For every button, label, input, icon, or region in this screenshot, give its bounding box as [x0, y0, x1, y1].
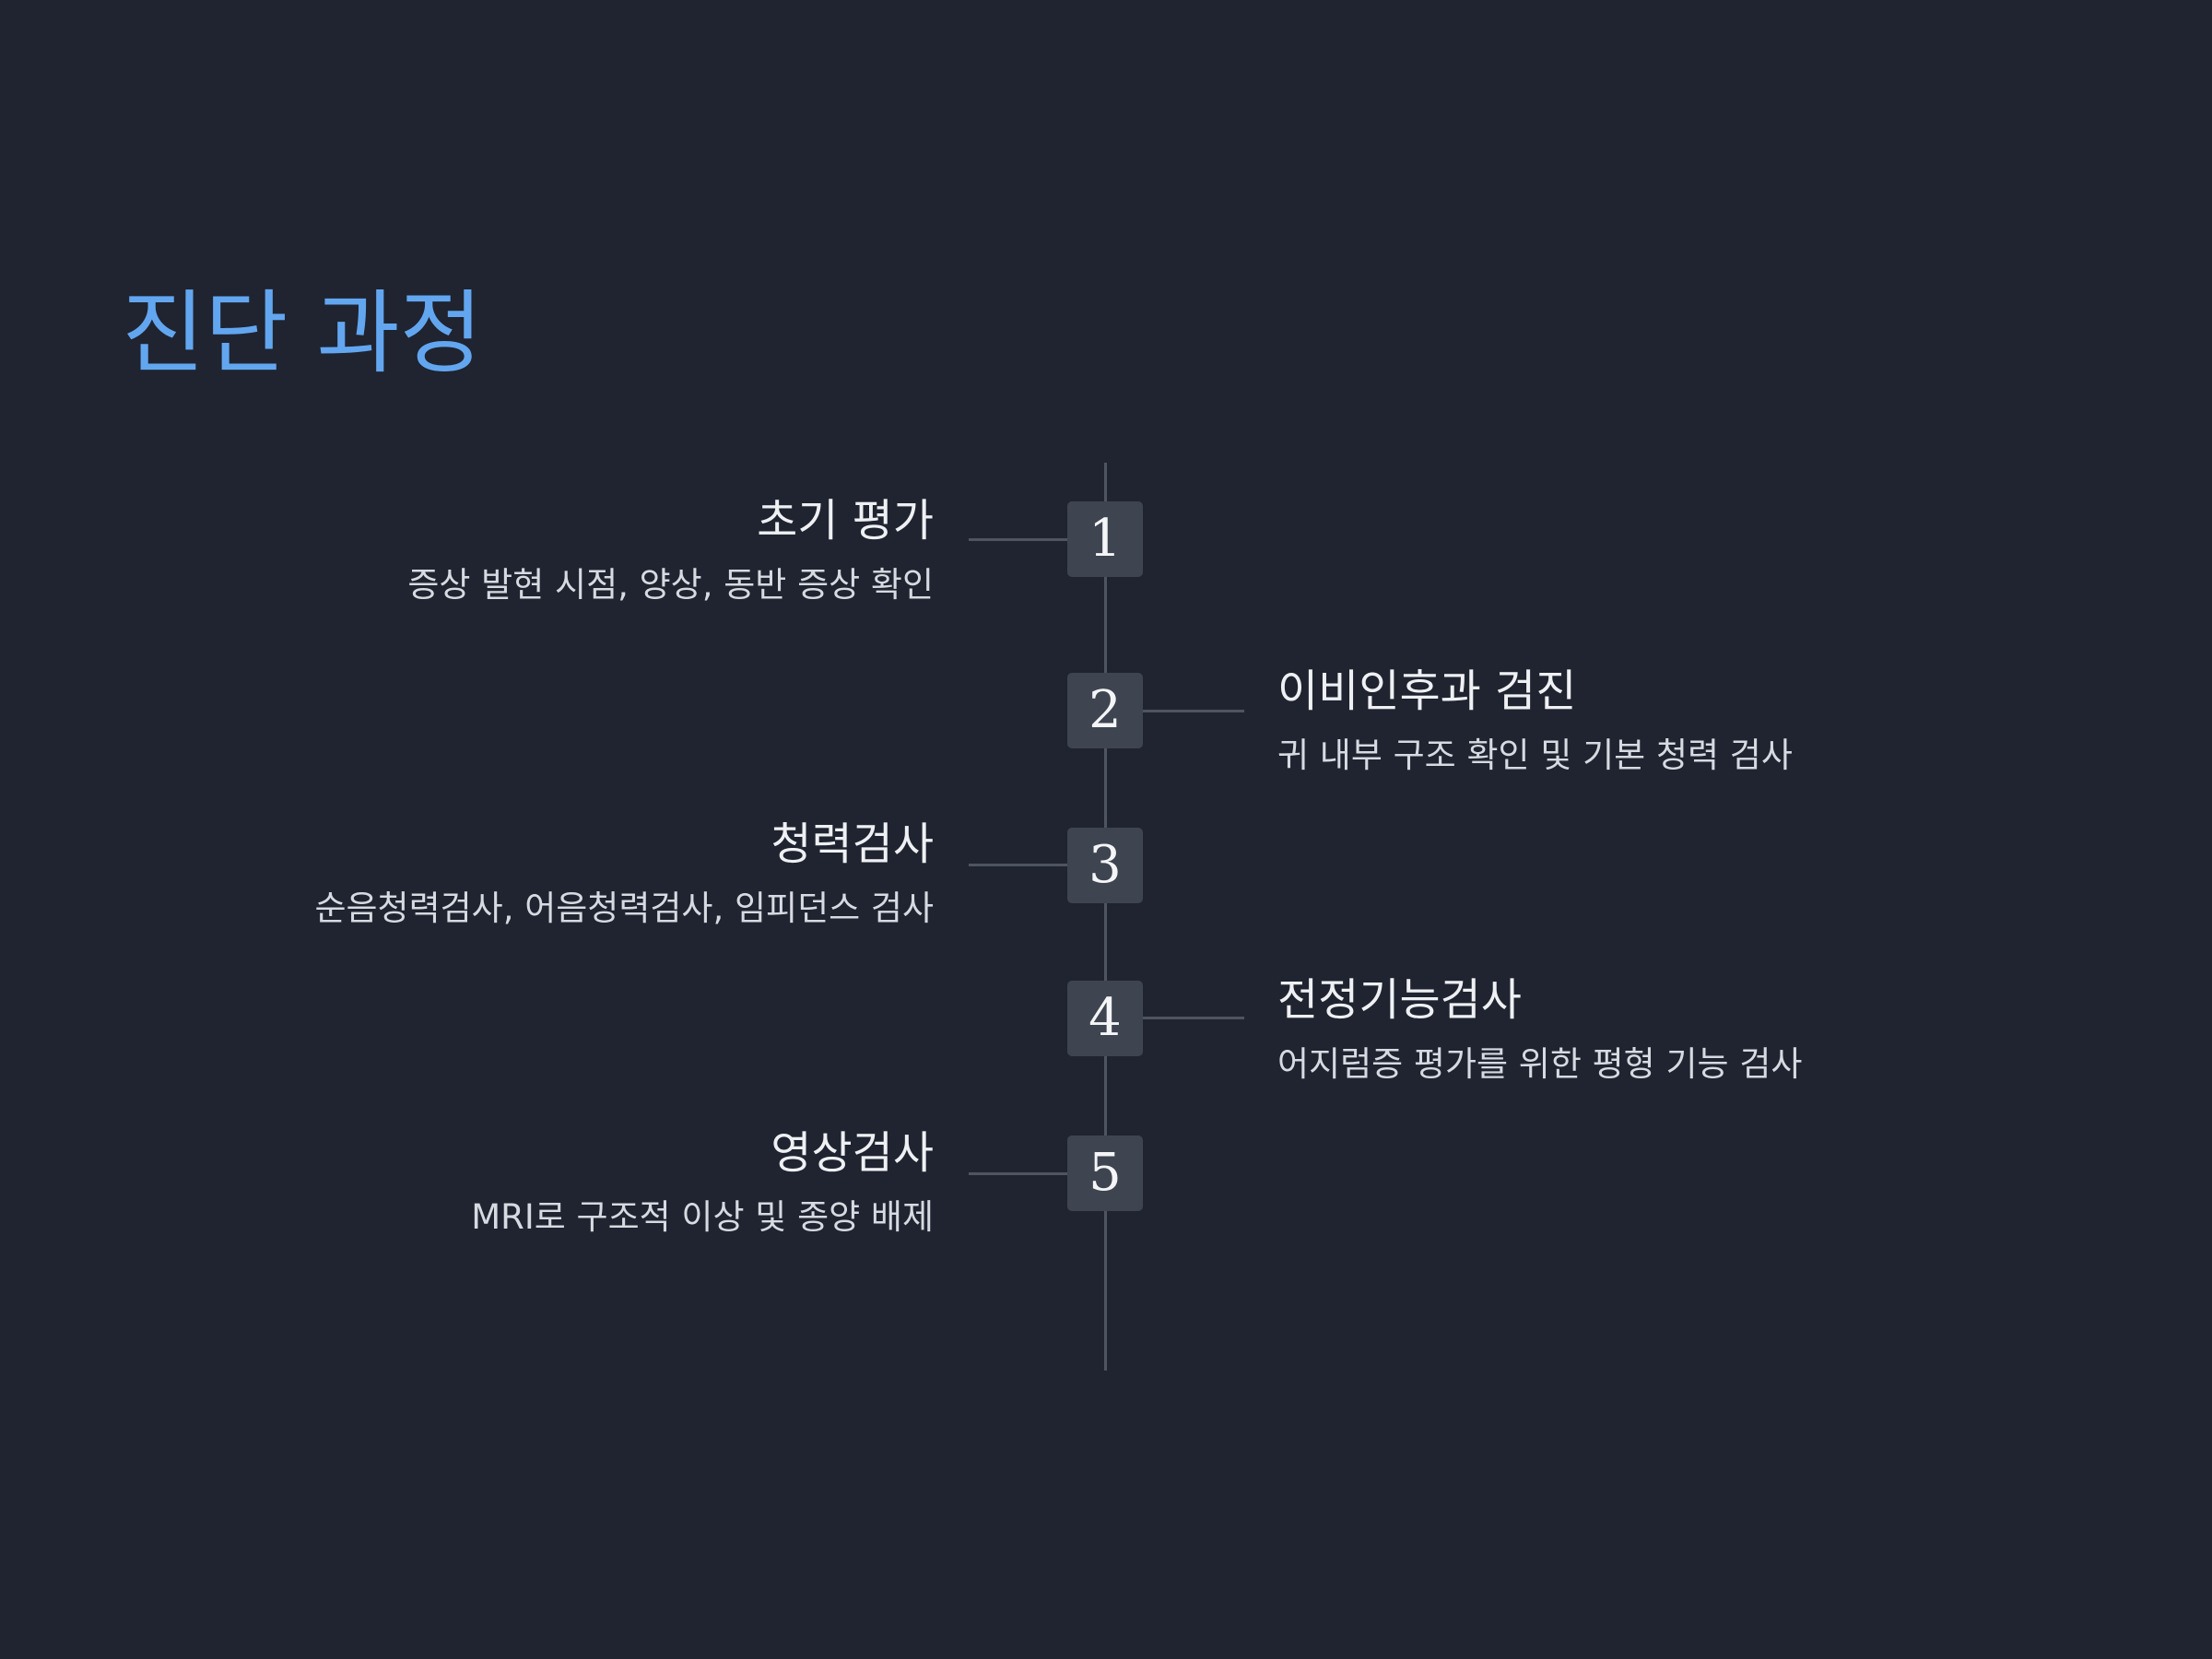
- step-1-text: 초기 평가 증상 발현 시점, 양상, 동반 증상 확인: [407, 493, 934, 607]
- step-5-heading: 영상검사: [771, 1127, 934, 1179]
- timeline-axis: [1104, 463, 1107, 1371]
- step-2-heading: 이비인후과 검진: [1277, 665, 1577, 717]
- step-3-number-box: 3: [1067, 828, 1143, 903]
- step-2-description: 귀 내부 구조 확인 및 기본 청력 검사: [1277, 735, 1793, 775]
- step-1-description: 증상 발현 시점, 양상, 동반 증상 확인: [407, 565, 934, 605]
- step-5-description: MRI로 구조적 이상 및 종양 배제: [471, 1197, 934, 1237]
- step-3-number: 3: [1088, 835, 1122, 895]
- step-5-text: 영상검사 MRI로 구조적 이상 및 종양 배제: [471, 1125, 934, 1240]
- step-3-description: 순음청력검사, 어음청력검사, 임피던스 검사: [314, 888, 934, 928]
- connector-step-4: [1143, 1017, 1244, 1019]
- step-1-number: 1: [1088, 509, 1122, 569]
- step-4-text: 전정기능검사 어지럼증 평가를 위한 평형 기능 검사: [1277, 972, 1802, 1087]
- step-1-number-box: 1: [1067, 501, 1143, 577]
- step-2-number-box: 2: [1067, 673, 1143, 748]
- connector-step-3: [969, 864, 1067, 866]
- step-4-number-box: 4: [1067, 981, 1143, 1056]
- step-4-description: 어지럼증 평가를 위한 평형 기능 검사: [1277, 1044, 1803, 1084]
- step-5-number: 5: [1088, 1143, 1122, 1203]
- page-title: 진단 과정: [122, 281, 483, 386]
- connector-step-1: [969, 538, 1067, 541]
- step-2-text: 이비인후과 검진 귀 내부 구조 확인 및 기본 청력 검사: [1277, 664, 1793, 778]
- step-5-number-box: 5: [1067, 1135, 1143, 1211]
- step-2-number: 2: [1088, 680, 1122, 740]
- connector-step-2: [1143, 710, 1244, 712]
- step-3-heading: 청력검사: [771, 818, 934, 870]
- step-4-heading: 전정기능검사: [1277, 974, 1522, 1026]
- step-4-number: 4: [1088, 988, 1122, 1048]
- step-3-text: 청력검사 순음청력검사, 어음청력검사, 임피던스 검사: [314, 817, 934, 931]
- step-1-heading: 초기 평가: [757, 495, 934, 547]
- connector-step-5: [969, 1172, 1067, 1175]
